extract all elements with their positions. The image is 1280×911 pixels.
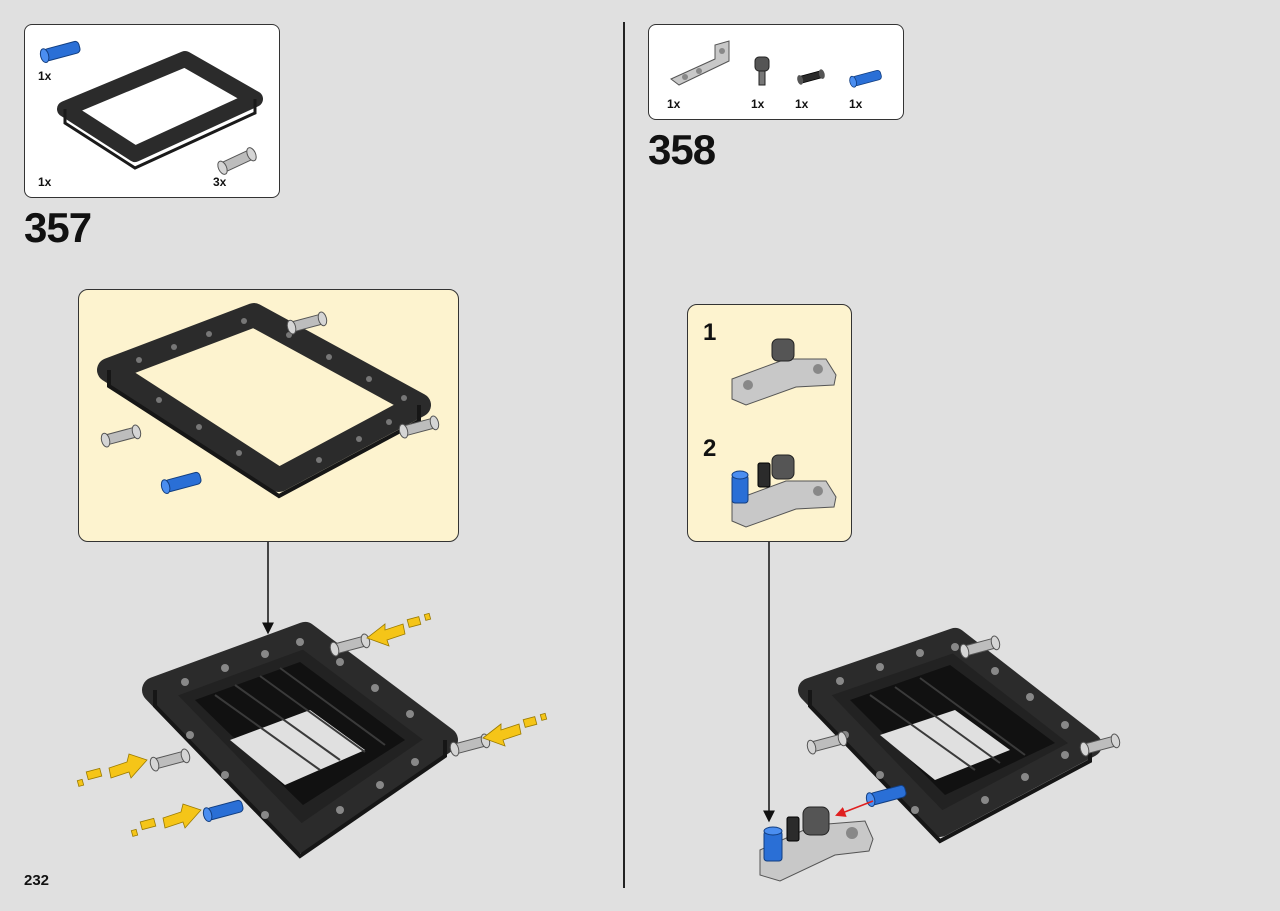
yellow-arrow-2 [482, 723, 522, 747]
page-number: 232 [24, 872, 50, 889]
step-number-358: 358 [648, 126, 716, 173]
yellow-arrow-1 [366, 623, 406, 647]
part-qty-frame: 1x [38, 175, 52, 189]
assembly-358-illustration [759, 628, 1122, 882]
assembly-357-illustration [76, 612, 548, 859]
callout-arrow-357 [262, 542, 274, 635]
part-qty-black-pin: 1x [795, 97, 809, 111]
callout-357 [78, 289, 459, 542]
step-number-357: 357 [24, 204, 92, 251]
part-qty-angled-beam: 1x [667, 97, 681, 111]
substep-2-illustration [731, 454, 837, 528]
callout-358: 1 2 [687, 304, 852, 542]
substep-2-label: 2 [703, 435, 717, 462]
grey-pin-left [99, 423, 143, 449]
grey-angled-beam-icon [670, 40, 730, 86]
parts-list-box-358: 1x 1x 1x 1x [648, 24, 904, 120]
callout-arrow-358 [763, 542, 775, 823]
frame-with-pins-illustration [97, 303, 441, 499]
part-qty-grey-pin: 3x [213, 175, 227, 189]
yellow-arrow-4 [162, 803, 202, 829]
yellow-arrow-3 [108, 753, 148, 779]
blue-axle-pin-icon [848, 68, 883, 89]
page-divider [623, 22, 625, 888]
red-insert-arrow [835, 800, 874, 817]
blue-pin [159, 470, 203, 495]
substep-1-illustration [731, 338, 837, 406]
substep-1-label: 1 [703, 319, 717, 346]
part-qty-blue-pin-358: 1x [849, 97, 863, 111]
black-pin-icon [797, 69, 825, 85]
frame-5x7-icon [57, 51, 263, 170]
part-qty-connector: 1x [751, 97, 765, 111]
dark-grey-connector-icon [754, 56, 770, 86]
part-qty-blue-pin: 1x [38, 69, 52, 83]
parts-list-box-357: 1x 1x 3x [24, 24, 280, 198]
